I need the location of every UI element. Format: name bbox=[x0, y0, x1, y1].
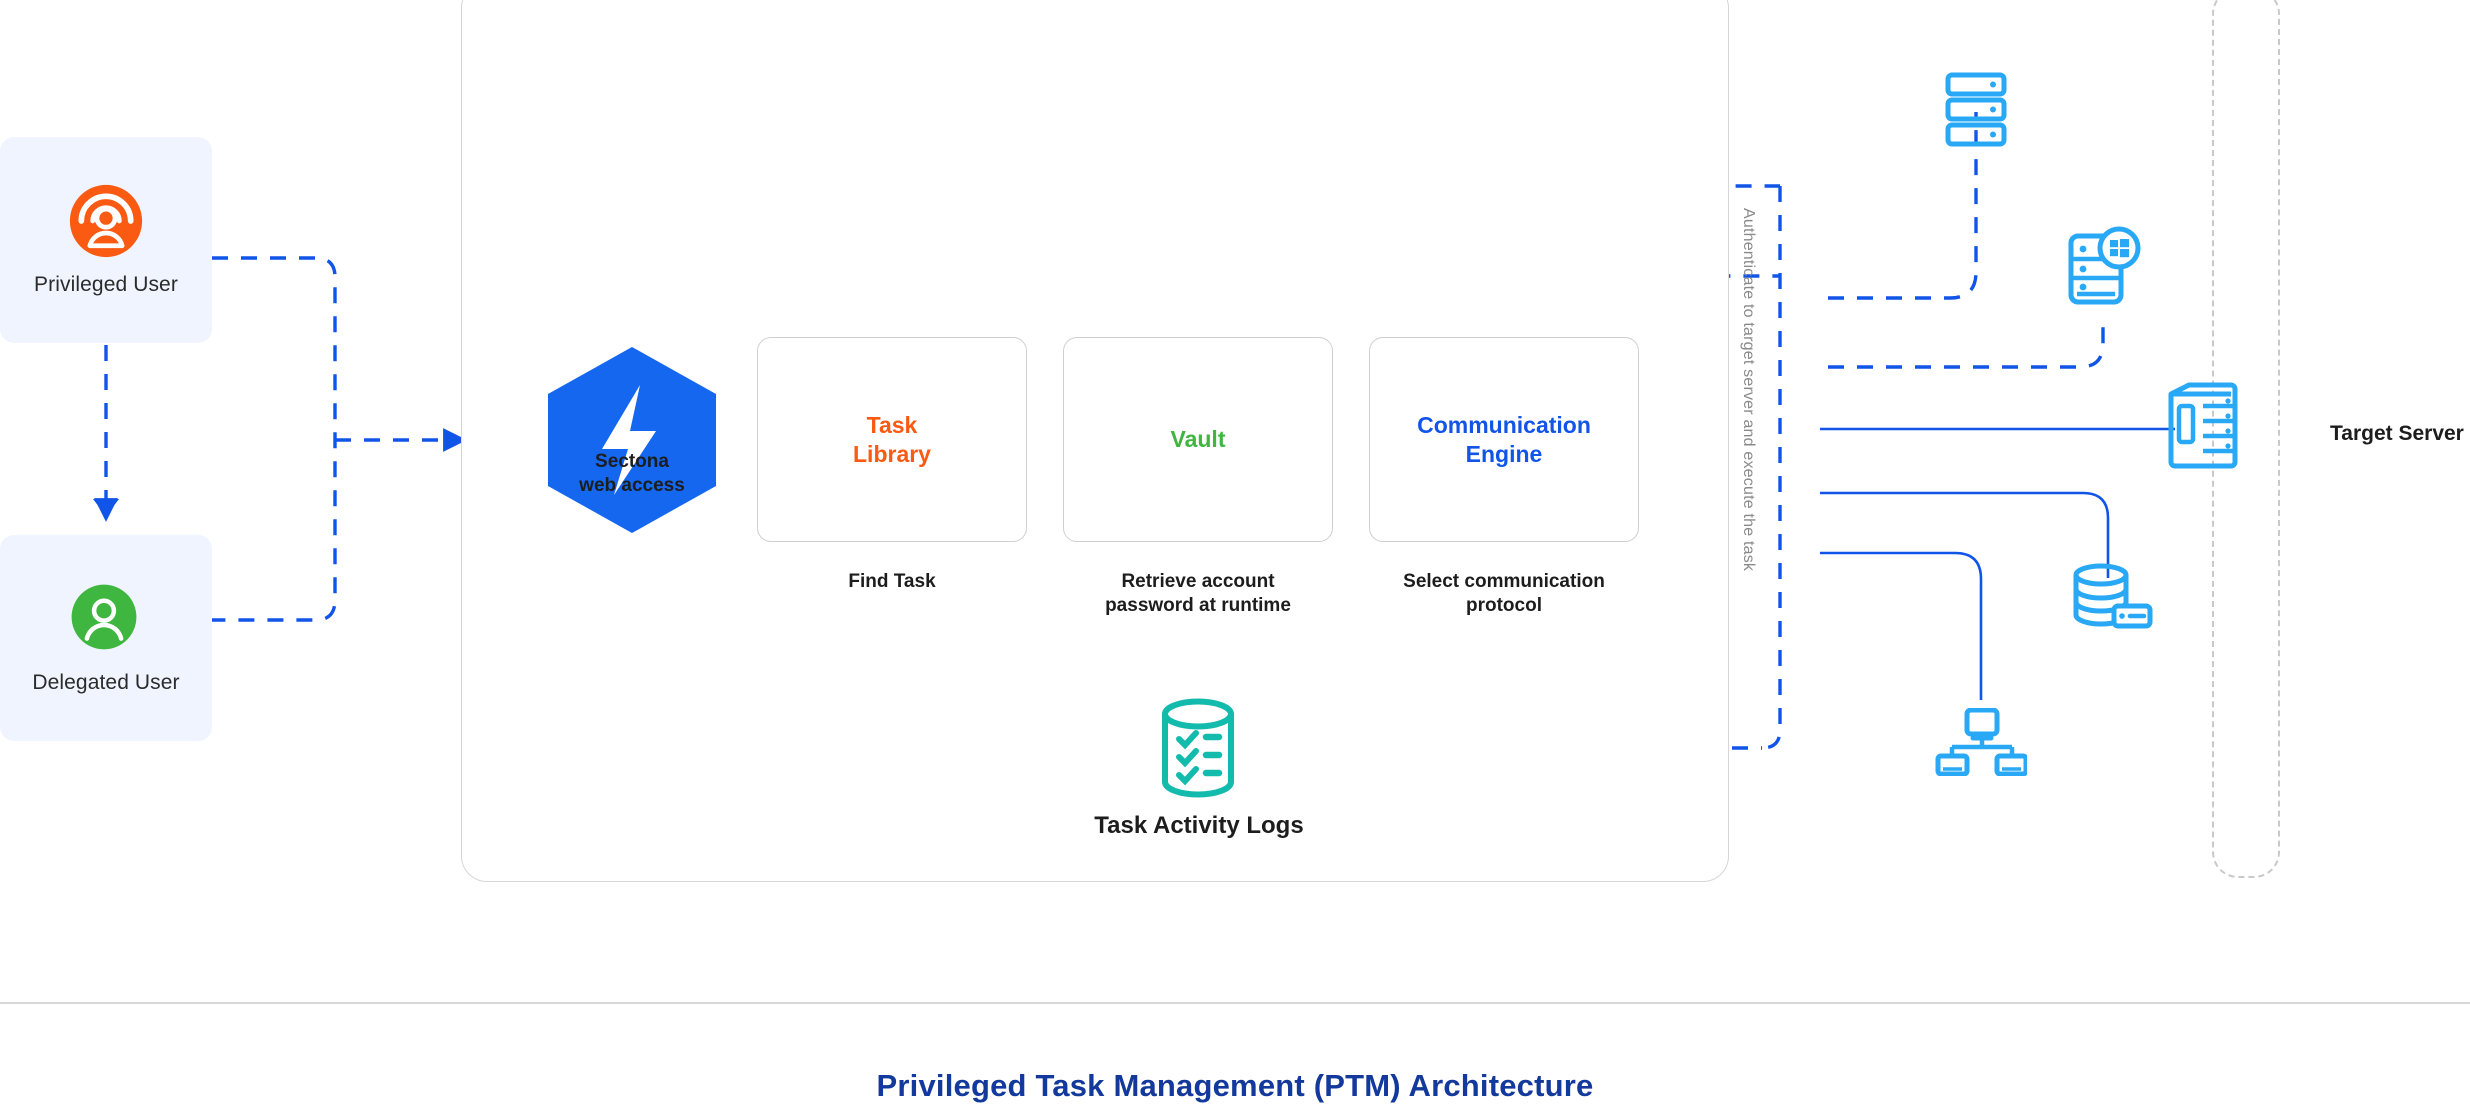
edge-bus-to-windows-server bbox=[1828, 320, 2105, 369]
delegated-user-icon bbox=[68, 581, 144, 657]
communication-engine-caption: Select communication protocol bbox=[1403, 571, 1605, 616]
target-server-label: Target Server bbox=[2330, 422, 2464, 445]
edge-bus-to-network-workstations bbox=[1820, 551, 1983, 700]
edge-privileged-to-bus bbox=[212, 256, 337, 622]
privileged-user-label: Privileged User bbox=[34, 273, 178, 296]
authenticate-label: Authenticate to target server and execut… bbox=[1740, 208, 1757, 572]
target-server-group bbox=[2212, 0, 2280, 878]
privileged-user-card[interactable]: Privileged User bbox=[0, 137, 212, 343]
stage-box-task-library[interactable]: Task Library bbox=[757, 337, 1027, 542]
tower-server-icon bbox=[2163, 380, 2241, 472]
sectona-hexagon-logo bbox=[544, 345, 720, 535]
windows-server-icon bbox=[2066, 226, 2142, 308]
network-workstations-icon bbox=[1935, 707, 2029, 777]
edge-bus-to-database-server bbox=[1820, 491, 2110, 578]
sectona-caption: Sectona web access bbox=[579, 451, 685, 496]
task-activity-logs-label: Task Activity Logs bbox=[1094, 812, 1304, 839]
stage-box-communication-engine[interactable]: Communication Engine bbox=[1369, 337, 1639, 542]
stage-box-vault[interactable]: Vault bbox=[1063, 337, 1333, 542]
vault-title: Vault bbox=[1170, 426, 1226, 453]
delegated-user-card[interactable]: Delegated User bbox=[0, 535, 212, 741]
task-library-caption: Find Task bbox=[848, 571, 936, 592]
task-library-title: Task Library bbox=[853, 412, 931, 467]
privileged-user-icon bbox=[68, 183, 144, 259]
right-vertical-bus bbox=[1761, 186, 1782, 750]
vault-caption: Retrieve account password at runtime bbox=[1105, 571, 1291, 616]
delegated-user-label: Delegated User bbox=[32, 671, 180, 694]
rack-server-icon bbox=[1944, 72, 2008, 150]
footer-divider bbox=[0, 1002, 2470, 1004]
page-title: Privileged Task Management (PTM) Archite… bbox=[876, 1068, 1594, 1103]
database-server-icon bbox=[2070, 562, 2154, 632]
communication-engine-title: Communication Engine bbox=[1417, 412, 1591, 467]
task-activity-logs-database-icon bbox=[1152, 697, 1244, 799]
